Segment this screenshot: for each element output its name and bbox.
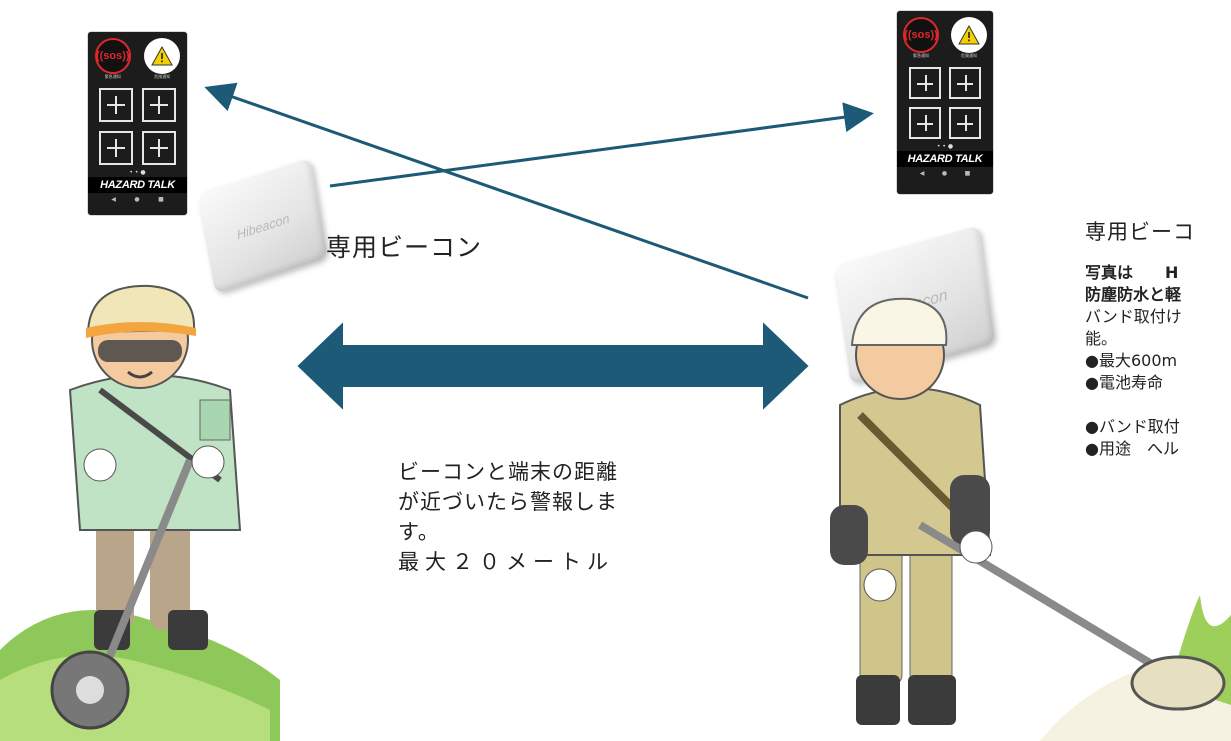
spec-line: バンド取付け xyxy=(1085,307,1182,326)
add-slot-button[interactable] xyxy=(909,107,941,139)
worker-left-illustration xyxy=(0,284,280,741)
add-slot-button[interactable] xyxy=(949,107,981,139)
warning-icon[interactable] xyxy=(951,17,987,53)
distance-description: ビーコンと端末の距離 が近づいたら警報しま す。 最大２０メートル xyxy=(398,460,618,574)
beacon-label: 専用ビーコン xyxy=(326,233,483,262)
android-navbar: ◀ ● ■ xyxy=(88,193,187,206)
recents-icon[interactable]: ■ xyxy=(158,196,164,203)
beacon-spec-panel: 専用ビーコ 写真は H 防塵防水と軽 バンド取付け 能。 ●最大600m ●電池… xyxy=(1085,216,1231,460)
add-slot-button[interactable] xyxy=(949,67,981,99)
spec-line: 能。 xyxy=(1085,329,1118,348)
back-icon[interactable]: ◀ xyxy=(111,196,116,203)
add-slot-button[interactable] xyxy=(99,88,133,122)
warning-icon[interactable] xyxy=(144,38,181,74)
spec-line: ●最大600m xyxy=(1085,351,1178,370)
sos-caption: 緊急通知 xyxy=(104,74,121,79)
android-navbar: ◀ ● ■ xyxy=(897,167,993,180)
add-slot-button[interactable] xyxy=(909,67,941,99)
beacon-logo: Hibeacon xyxy=(235,210,291,242)
distance-double-arrow xyxy=(294,318,812,414)
sos-icon[interactable]: ((sos)) xyxy=(94,38,131,74)
add-slot-button[interactable] xyxy=(142,88,176,122)
recents-icon[interactable]: ■ xyxy=(964,170,971,177)
spec-line: ●用途 へル xyxy=(1085,439,1179,458)
worker-right-illustration xyxy=(830,297,1231,741)
page-indicator: • • ● xyxy=(129,169,146,176)
right-beacon-to-left-phone-line xyxy=(204,82,809,300)
spec-line: ●電池寿命 xyxy=(1085,373,1163,392)
add-slot-button[interactable] xyxy=(142,131,176,165)
add-slot-button[interactable] xyxy=(99,131,133,165)
brand-logo: HAZARD TALK xyxy=(897,151,993,167)
spec-line: ●バンド取付 xyxy=(1085,417,1180,436)
spec-bold-line: 防塵防水と軽 xyxy=(1085,285,1182,304)
phone-screen-left: ((sos)) 緊急通知 危険通知 • • ● HAZARD TALK ◀ ● … xyxy=(88,32,187,215)
brand-logo: HAZARD TALK xyxy=(88,177,187,193)
phone-screen-right: ((sos)) 緊急通知 危険通知 • • ● HAZARD TALK ◀ ● … xyxy=(897,11,993,194)
left-beacon-to-right-phone-line xyxy=(329,102,874,188)
warn-caption: 危険通知 xyxy=(154,74,171,79)
home-icon[interactable]: ● xyxy=(941,170,948,177)
home-icon[interactable]: ● xyxy=(134,196,140,203)
spec-bold-line: 写真は H xyxy=(1085,263,1179,282)
warn-caption: 危険通知 xyxy=(961,53,977,58)
spec-line xyxy=(1085,394,1231,416)
sos-icon[interactable]: ((sos)) xyxy=(903,17,939,53)
beacon-spec-title: 専用ビーコ xyxy=(1085,220,1195,244)
page-indicator: • • ● xyxy=(936,143,954,150)
back-icon[interactable]: ◀ xyxy=(919,170,925,177)
sos-caption: 緊急通知 xyxy=(913,53,929,58)
